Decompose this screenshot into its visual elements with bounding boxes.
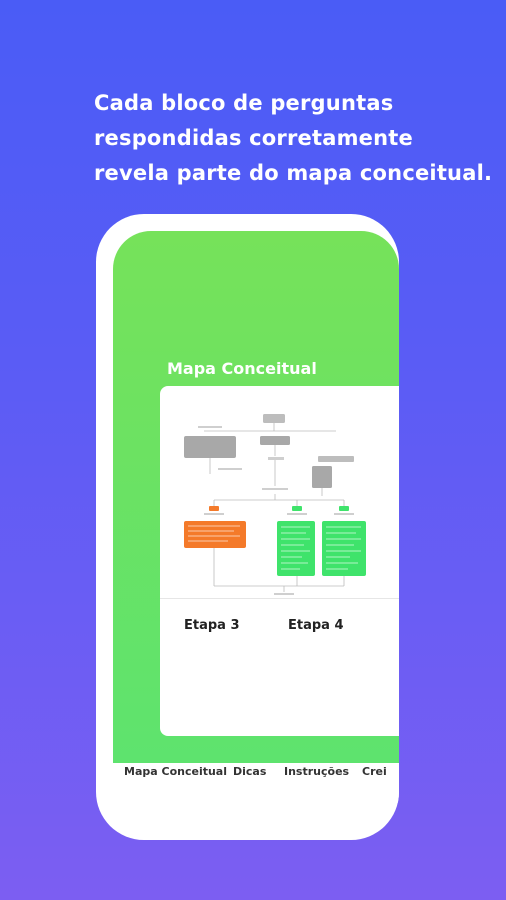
map-node: [322, 521, 366, 576]
stage-label-4: Etapa 4: [288, 618, 344, 633]
map-node: [263, 414, 285, 423]
headline-line-1: Cada bloco de perguntas: [94, 91, 394, 115]
card-divider: [160, 598, 399, 599]
headline-line-3: revela parte do mapa conceitual.: [94, 161, 493, 185]
map-node: [312, 466, 332, 488]
app-screen: Mapa Conceitual: [113, 231, 399, 763]
stage-label-3: Etapa 3: [184, 618, 240, 633]
map-node: [339, 506, 349, 511]
map-node: [292, 506, 302, 511]
headline-line-2: respondidas corretamente: [94, 126, 413, 150]
phone-mockup: Mapa Conceitual: [96, 214, 399, 840]
tab-creditos[interactable]: Crei: [362, 765, 387, 778]
tab-dicas[interactable]: Dicas: [233, 765, 267, 778]
bottom-tab-bar: Mapa Conceitual Dicas Instruções Crei: [113, 763, 399, 803]
concept-map-card[interactable]: Etapa 3 Etapa 4: [160, 386, 399, 736]
headline: Cada bloco de perguntas respondidas corr…: [94, 86, 494, 191]
tab-instrucoes[interactable]: Instruções: [284, 765, 350, 778]
screen-title: Mapa Conceitual: [167, 359, 317, 378]
concept-map-image: [184, 414, 366, 595]
map-node: [260, 436, 290, 445]
map-node: [318, 456, 354, 462]
map-node: [277, 521, 315, 576]
map-node: [184, 436, 236, 458]
map-node: [209, 506, 219, 511]
map-node: [184, 521, 246, 548]
tab-mapa-conceitual[interactable]: Mapa Conceitual: [124, 765, 227, 778]
